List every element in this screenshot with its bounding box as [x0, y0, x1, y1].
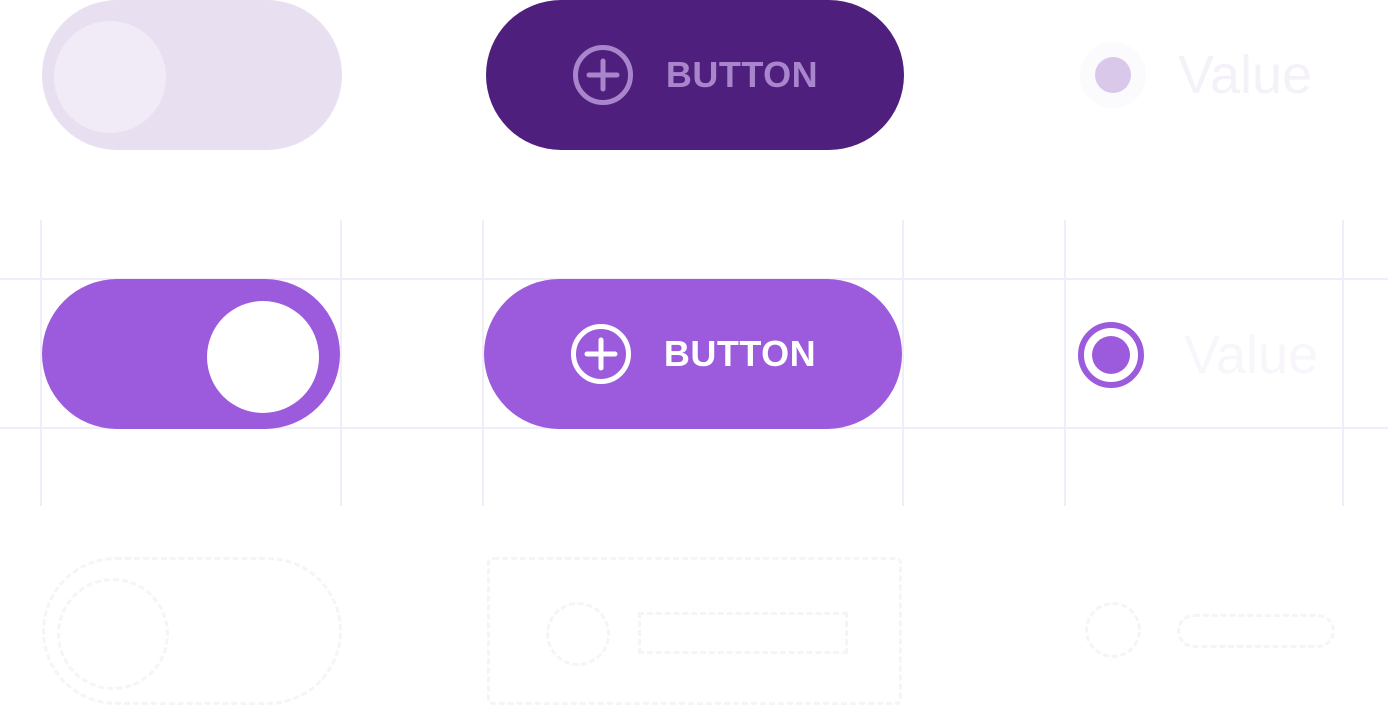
label-placeholder: [638, 612, 848, 654]
toggle-knob: [54, 21, 166, 133]
radio-circle-placeholder: [1085, 602, 1141, 658]
toggle-knob-placeholder: [57, 578, 169, 690]
radio-label-placeholder: [1177, 614, 1335, 648]
radio-dot: [1092, 336, 1130, 374]
radio-label: Value: [1184, 325, 1319, 385]
guide-line: [340, 220, 342, 506]
guide-line: [1064, 220, 1066, 506]
toggle-switch-on[interactable]: [42, 279, 340, 429]
radio-button[interactable]: [1078, 322, 1144, 388]
icon-placeholder: [546, 602, 610, 666]
radio-button[interactable]: [1080, 42, 1146, 108]
button-pressed[interactable]: BUTTON: [486, 0, 904, 150]
button-label: BUTTON: [665, 54, 819, 95]
guide-line: [40, 220, 42, 506]
toggle-placeholder: [42, 557, 342, 705]
radio-label: Value: [1178, 45, 1313, 105]
radio-option-disabled[interactable]: Value: [1080, 42, 1312, 108]
plus-circle-icon: [572, 44, 634, 106]
button-placeholder: [487, 557, 902, 705]
radio-placeholder: [1085, 602, 1335, 658]
add-button[interactable]: BUTTON: [484, 279, 902, 429]
guide-line: [482, 220, 484, 506]
plus-circle-icon: [570, 323, 632, 385]
toggle-switch-off[interactable]: [42, 0, 342, 150]
guide-line: [1342, 220, 1344, 506]
button-label: BUTTON: [663, 333, 817, 374]
radio-dot: [1095, 57, 1131, 93]
guide-line: [902, 220, 904, 506]
toggle-knob: [207, 301, 319, 413]
radio-option-selected[interactable]: Value: [1078, 322, 1318, 388]
